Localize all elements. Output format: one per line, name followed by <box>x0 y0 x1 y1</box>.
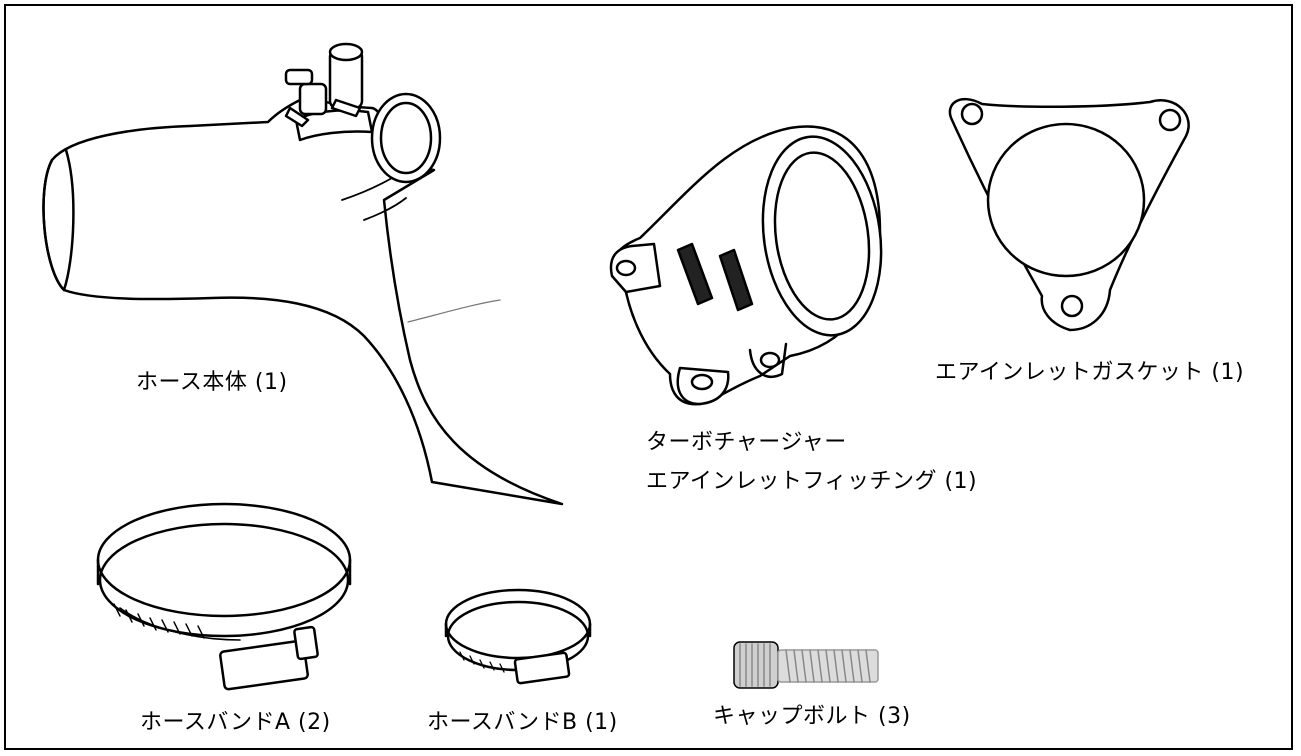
hose-body-label: ホース本体 (1) <box>136 370 288 395</box>
gasket-label: エアインレットガスケット (1) <box>935 360 1245 385</box>
turbo-fitting-illustration <box>609 125 883 406</box>
hose-band-b-illustration <box>444 588 592 685</box>
hose-band-b-label: ホースバンドB (1) <box>427 710 618 735</box>
turbo-fitting-label: ターボチャージャー エアインレットフィッチング (1) <box>646 424 977 501</box>
hose-band-a-illustration <box>96 502 352 691</box>
gasket-illustration <box>948 97 1190 332</box>
hose-band-a-label: ホースバンドA (2) <box>140 710 331 735</box>
cap-bolt-illustration <box>733 641 879 689</box>
cap-bolt-label: キャップボルト (3) <box>713 704 911 729</box>
turbo-fitting-label-line2: エアインレットフィッチング (1) <box>646 468 978 494</box>
turbo-fitting-label-line1: ターボチャージャー <box>646 430 847 455</box>
hose-body-illustration: TOMEI <box>42 42 564 506</box>
